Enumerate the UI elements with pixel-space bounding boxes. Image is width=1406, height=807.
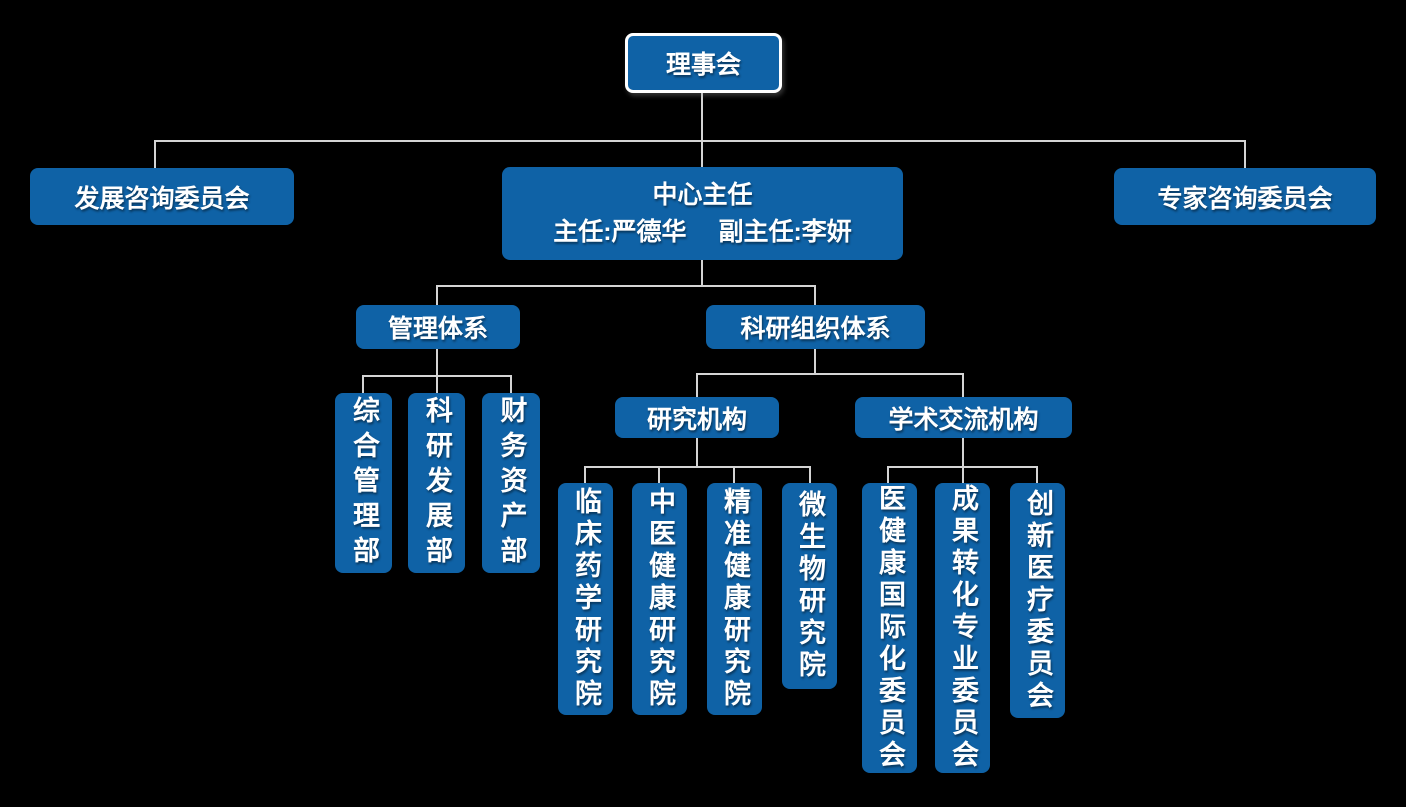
node-label: 创新医疗委员会 — [1023, 488, 1053, 713]
center-director-title: 中心主任 — [652, 180, 753, 209]
node-label: 医健康国际化委员会 — [875, 484, 905, 772]
connector — [887, 466, 889, 483]
connector — [701, 93, 703, 141]
node-institute-microbiology: 微生物研究院 — [782, 483, 837, 689]
connector — [962, 466, 964, 483]
center-director-names: 主任:严德华 副主任:李妍 — [553, 217, 852, 246]
connector — [584, 466, 811, 468]
node-board-of-directors: 理事会 — [625, 33, 782, 93]
node-committee-innovative-medical: 创新医疗委员会 — [1010, 483, 1065, 718]
node-label: 综合管理部 — [349, 395, 379, 571]
connector — [510, 375, 512, 393]
node-label: 成果转化专业委员会 — [948, 484, 978, 772]
connector — [1244, 140, 1246, 168]
node-dept-general-management: 综合管理部 — [335, 393, 392, 573]
connector — [362, 375, 364, 393]
node-management-system: 管理体系 — [356, 305, 520, 349]
connector — [154, 140, 156, 168]
node-institute-tcm-health: 中医健康研究院 — [632, 483, 687, 715]
node-label: 临床药学研究院 — [571, 487, 601, 711]
connector — [962, 438, 964, 467]
connector — [701, 260, 703, 287]
connector — [436, 375, 438, 393]
connector — [584, 466, 586, 483]
node-committee-medical-health-internationalization: 医健康国际化委员会 — [862, 483, 917, 773]
connector — [814, 349, 816, 374]
node-academic-exchange-institutions: 学术交流机构 — [855, 397, 1072, 438]
node-label: 科研发展部 — [422, 395, 452, 571]
connector — [154, 140, 1246, 142]
connector — [658, 466, 660, 483]
node-dept-research-development: 科研发展部 — [408, 393, 465, 573]
node-label: 微生物研究院 — [795, 490, 825, 682]
connector — [436, 285, 816, 287]
connector — [1036, 466, 1038, 483]
connector — [436, 349, 438, 376]
connector — [696, 438, 698, 467]
node-development-advisory-committee: 发展咨询委员会 — [30, 168, 294, 225]
node-institute-clinical-pharmacy: 临床药学研究院 — [558, 483, 613, 715]
node-research-organization-system: 科研组织体系 — [706, 305, 925, 349]
connector — [809, 466, 811, 483]
node-label: 财务资产部 — [496, 395, 527, 571]
node-label: 精准健康研究院 — [720, 487, 750, 711]
connector — [696, 373, 964, 375]
connector — [701, 140, 703, 167]
node-committee-achievement-transformation: 成果转化专业委员会 — [935, 483, 990, 773]
connector — [962, 373, 964, 397]
connector — [436, 285, 438, 305]
node-expert-advisory-committee: 专家咨询委员会 — [1114, 168, 1376, 225]
connector — [814, 285, 816, 305]
connector — [733, 466, 735, 483]
node-research-institutions: 研究机构 — [615, 397, 779, 438]
node-dept-finance-assets: 财务资产部 — [482, 393, 540, 573]
node-label: 中医健康研究院 — [645, 487, 675, 711]
node-institute-precision-health: 精准健康研究院 — [707, 483, 762, 715]
connector — [696, 373, 698, 397]
node-center-director: 中心主任 主任:严德华 副主任:李妍 — [502, 167, 903, 260]
